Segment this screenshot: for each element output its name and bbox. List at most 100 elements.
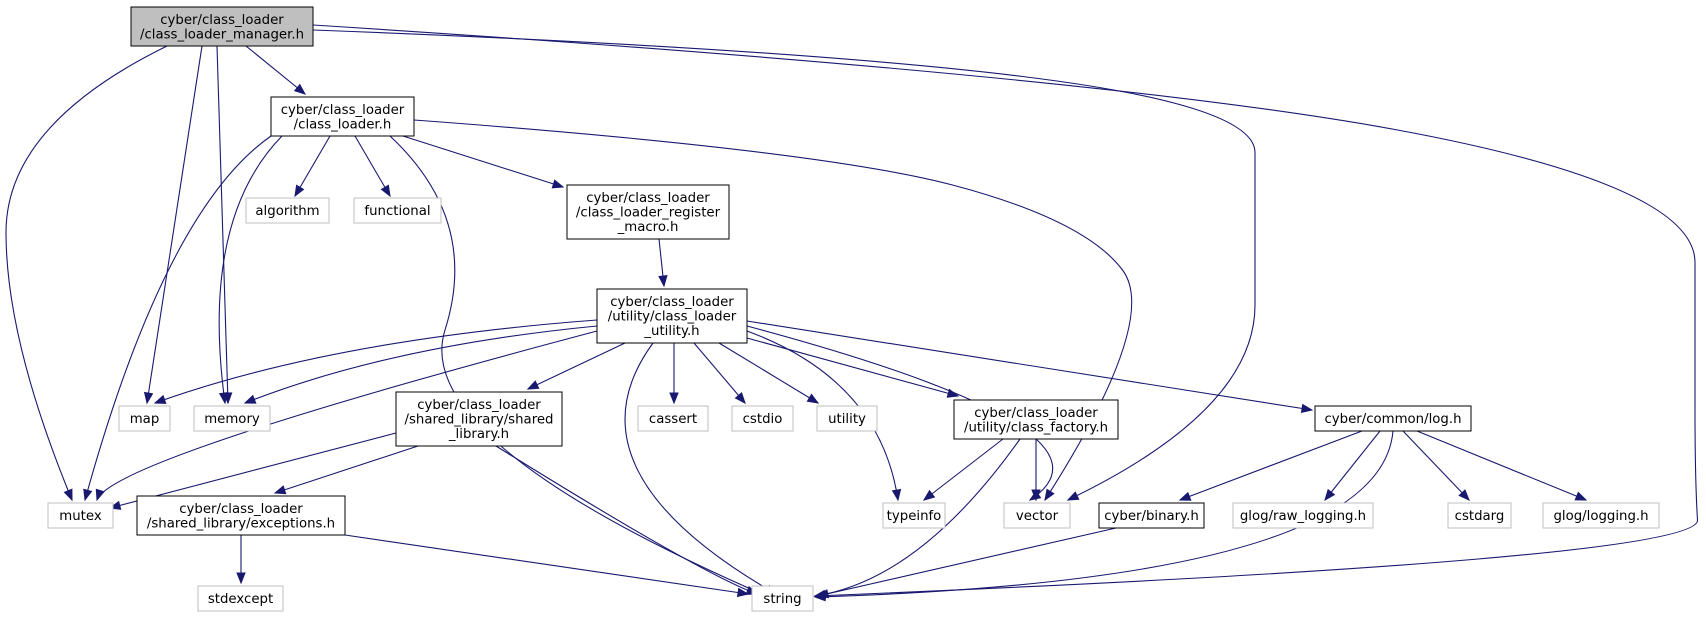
node-label: functional <box>364 204 430 219</box>
node-box <box>882 502 946 529</box>
arrow-head-icon <box>734 391 746 405</box>
edge-line <box>402 135 564 188</box>
edge-line <box>624 342 777 595</box>
node-label: map <box>130 412 160 427</box>
node-box <box>751 585 814 612</box>
edge-line <box>146 45 203 404</box>
arrow-head-icon <box>551 179 565 189</box>
arrow-head-icon <box>891 488 902 502</box>
node-cl[interactable]: cyber/class_loader/class_loader.h <box>270 96 415 137</box>
edge-clu-cf <box>746 337 960 398</box>
node-box <box>270 96 415 137</box>
arrow-head-icon <box>1458 489 1470 501</box>
node-label: /utility/class_factory.h <box>964 420 1108 435</box>
edge-log-gloglog <box>1416 430 1588 501</box>
arrow-head-icon <box>922 489 936 501</box>
node-label: _macro.h <box>617 220 679 235</box>
edge-line <box>814 438 1021 597</box>
edge-cl-crm <box>402 135 565 189</box>
node-label: mutex <box>59 509 102 524</box>
arrow-head-icon <box>236 572 246 585</box>
edge-clu-log <box>746 320 1314 414</box>
arrow-head-icon <box>218 392 229 405</box>
edge-line <box>216 45 229 404</box>
node-functional: functional <box>353 197 442 224</box>
node-memory: memory <box>193 405 271 432</box>
node-cstdarg: cstdarg <box>1447 502 1512 529</box>
node-box <box>1003 502 1071 529</box>
edge-line <box>923 438 1004 501</box>
edge-line <box>245 45 306 95</box>
node-log[interactable]: cyber/common/log.h <box>1314 405 1472 432</box>
arrow-head-icon <box>1044 488 1055 502</box>
node-stdexcept: stdexcept <box>197 585 284 612</box>
edge-line <box>274 445 419 494</box>
arrow-head-icon <box>816 589 830 599</box>
arrow-head-icon <box>1178 491 1192 501</box>
edge-line <box>96 330 598 501</box>
edge-cl-functional <box>354 135 391 198</box>
node-label: cassert <box>649 412 697 427</box>
arrow-head-icon <box>1066 491 1080 501</box>
node-box <box>1447 502 1512 529</box>
edge-line <box>312 29 1256 501</box>
edge-line <box>746 330 899 501</box>
node-label: cyber/class_loader <box>417 398 541 413</box>
edge-line <box>244 325 598 404</box>
arrow-head-icon <box>380 184 391 198</box>
arrow-head-icon <box>243 394 257 404</box>
edge-clu-memory <box>243 325 598 404</box>
arrow-head-icon <box>293 83 307 95</box>
node-string: string <box>751 585 814 612</box>
node-box <box>136 495 346 536</box>
arrow-head-icon <box>736 587 750 598</box>
node-label: /class_loader_register <box>576 206 721 221</box>
edge-clm-vector <box>312 29 1256 501</box>
edge-line <box>218 135 283 404</box>
node-label: cyber/class_loader <box>281 103 405 118</box>
edge-clm-mutex <box>5 45 168 502</box>
edge-line <box>294 135 331 197</box>
node-box <box>193 405 271 432</box>
node-label: /class_loader.h <box>294 117 392 132</box>
edge-cf-typeinfo <box>922 438 1004 501</box>
edge-line <box>84 135 272 501</box>
edge-clm-map <box>143 45 203 405</box>
edge-line <box>817 527 1117 597</box>
node-box <box>566 184 730 240</box>
edge-crm-clu <box>658 238 668 288</box>
nodes-layer: cyber/class_loader/class_loader_manager.… <box>47 6 1660 612</box>
arrow-head-icon <box>95 488 105 502</box>
edge-clu-string <box>624 342 778 595</box>
node-box <box>118 405 171 432</box>
node-exc[interactable]: cyber/class_loader/shared_library/except… <box>136 495 346 536</box>
edge-cl-memory <box>218 135 283 405</box>
node-cassert: cassert <box>637 405 709 432</box>
node-label: /class_loader_manager.h <box>140 27 304 42</box>
node-label: cyber/class_loader <box>586 191 710 206</box>
edge-line <box>527 342 626 390</box>
node-map: map <box>118 405 171 432</box>
edge-clu-cstdio <box>693 342 746 405</box>
node-clu[interactable]: cyber/class_loader/utility/class_loader_… <box>596 288 748 344</box>
node-label: glog/raw_logging.h <box>1240 509 1366 524</box>
node-label: algorithm <box>255 204 319 219</box>
arrow-head-icon <box>273 485 287 495</box>
edge-clu-utility <box>718 342 820 404</box>
node-bin[interactable]: cyber/binary.h <box>1098 502 1205 529</box>
node-label: cyber/binary.h <box>1104 509 1199 524</box>
arrow-head-icon <box>1300 403 1314 414</box>
node-cf[interactable]: cyber/class_loader/utility/class_factory… <box>953 399 1119 440</box>
node-clm[interactable]: cyber/class_loader/class_loader_manager.… <box>130 6 314 47</box>
node-crm[interactable]: cyber/class_loader/class_loader_register… <box>566 184 730 240</box>
edge-line <box>1416 430 1587 501</box>
node-label: vector <box>1016 509 1059 524</box>
node-label: utility <box>828 412 866 427</box>
node-box <box>1098 502 1205 529</box>
node-gloglog: glog/logging.h <box>1542 502 1660 529</box>
edge-log-bin <box>1178 430 1363 501</box>
node-box <box>1314 405 1472 432</box>
edge-cf-vector <box>1031 439 1041 502</box>
node-sl[interactable]: cyber/class_loader/shared_library/shared… <box>395 391 563 447</box>
arrow-head-icon <box>63 488 73 502</box>
